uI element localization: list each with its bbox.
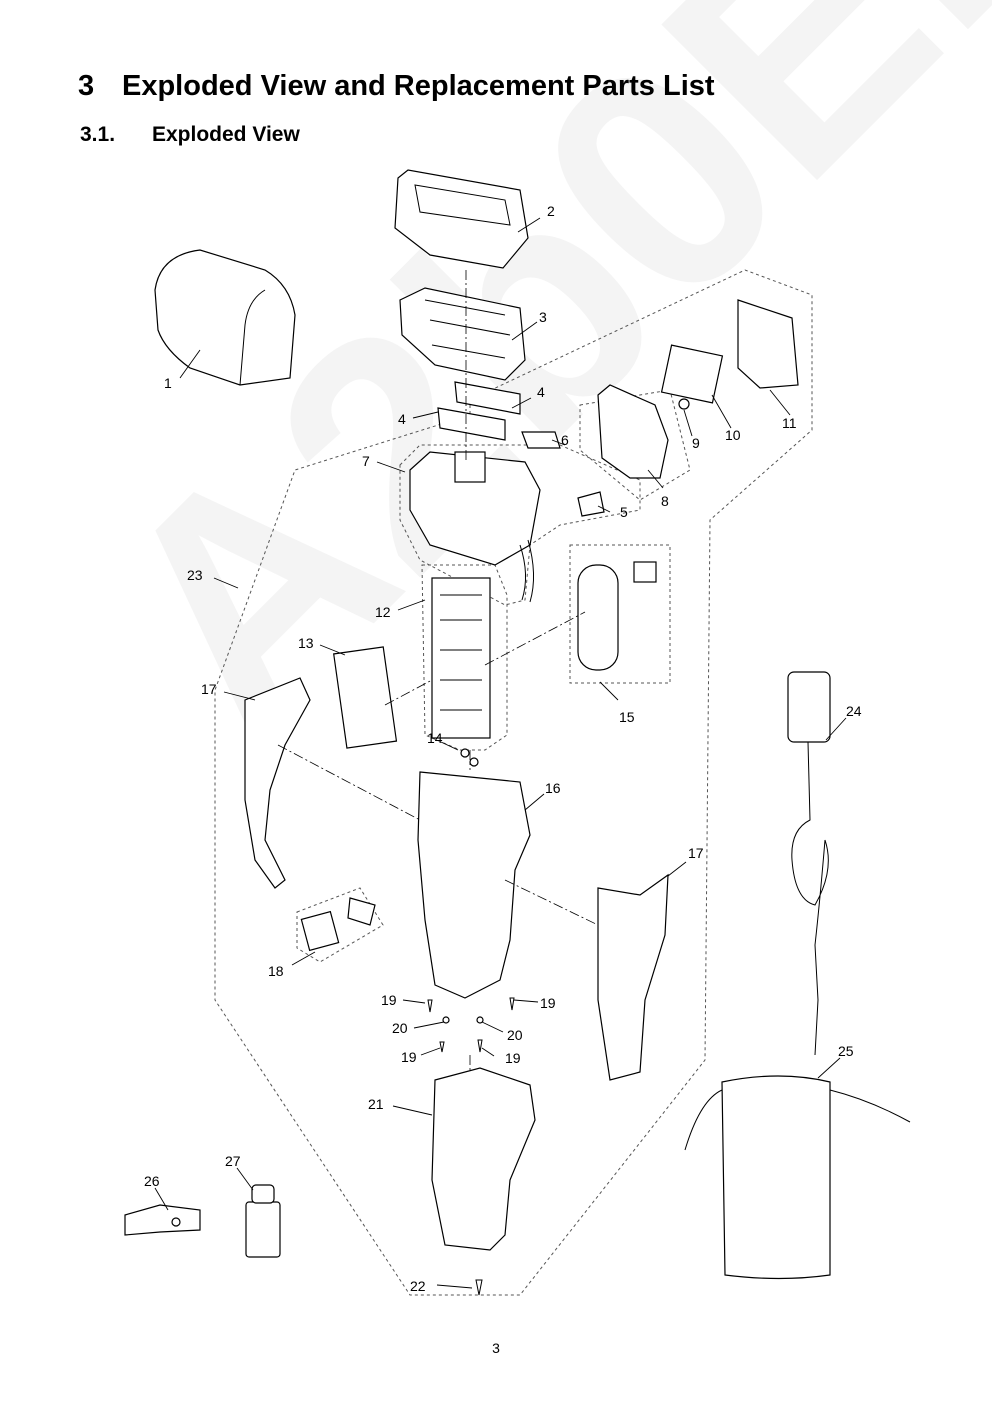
washer-20-part bbox=[442, 1016, 450, 1024]
leader-lines bbox=[154, 217, 847, 1289]
section-number: 3 bbox=[78, 70, 95, 102]
callout-3: 3 bbox=[539, 309, 547, 325]
section-heading: 3 Exploded View and Replacement Parts Lis… bbox=[78, 70, 715, 103]
side-panel-left-part bbox=[244, 677, 311, 889]
callout-21: 21 bbox=[368, 1096, 384, 1112]
inner-blade-right-part bbox=[454, 381, 521, 415]
screw-9-part bbox=[678, 398, 690, 410]
callout-16: 16 bbox=[545, 780, 561, 796]
circuit-board-part bbox=[431, 577, 491, 739]
inner-frame-part bbox=[399, 287, 526, 381]
page-number: 3 bbox=[492, 1340, 500, 1356]
adapter-cord bbox=[791, 741, 829, 1056]
group-outline-switch bbox=[296, 887, 384, 963]
callout-19c: 19 bbox=[401, 1049, 417, 1065]
callout-4b: 4 bbox=[398, 411, 406, 427]
main-case-part bbox=[417, 771, 531, 999]
callout-18: 18 bbox=[268, 963, 284, 979]
callout-25: 25 bbox=[838, 1043, 854, 1059]
outer-frame-part bbox=[394, 169, 529, 269]
callout-23: 23 bbox=[187, 567, 203, 583]
callout-27: 27 bbox=[225, 1153, 241, 1169]
screw-19-part bbox=[427, 997, 515, 1053]
section-title: Exploded View and Replacement Parts List bbox=[122, 70, 715, 102]
callout-17b: 17 bbox=[688, 845, 704, 861]
subsection-number: 3.1. bbox=[80, 123, 116, 146]
callout-22: 22 bbox=[410, 1278, 426, 1294]
callout-26: 26 bbox=[144, 1173, 160, 1189]
callout-4a: 4 bbox=[537, 384, 545, 400]
callout-2: 2 bbox=[547, 203, 555, 219]
callout-12: 12 bbox=[375, 604, 391, 620]
inner-blade-left-part bbox=[437, 407, 506, 441]
callout-15: 15 bbox=[619, 709, 635, 725]
battery-part bbox=[577, 564, 619, 671]
subsection-title: Exploded View bbox=[152, 123, 300, 146]
callout-20b: 20 bbox=[507, 1027, 523, 1043]
lower-case-part bbox=[431, 1067, 536, 1251]
battery-label-part bbox=[633, 561, 657, 583]
callout-19a: 19 bbox=[381, 992, 397, 1008]
insulator-13-part bbox=[333, 646, 398, 749]
callout-8: 8 bbox=[661, 493, 669, 509]
clip-6-part bbox=[521, 431, 561, 449]
callout-24: 24 bbox=[846, 703, 862, 719]
callout-20a: 20 bbox=[392, 1020, 408, 1036]
plate-10-part bbox=[660, 344, 724, 404]
group-outline-battery bbox=[569, 544, 671, 684]
group-outline-pcb bbox=[421, 564, 508, 751]
callout-1: 1 bbox=[164, 375, 172, 391]
callout-6: 6 bbox=[561, 432, 569, 448]
washer-14-part bbox=[460, 748, 470, 758]
cleaning-brush-part bbox=[124, 1204, 201, 1236]
assembly-axis bbox=[277, 270, 599, 1070]
callout-10: 10 bbox=[725, 427, 741, 443]
protective-cap-part bbox=[154, 249, 296, 386]
bracket-8-part bbox=[597, 384, 669, 479]
callout-7: 7 bbox=[362, 453, 370, 469]
callout-labels: 1 2 3 4 4 5 6 7 8 9 10 11 12 13 14 15 16… bbox=[144, 203, 862, 1294]
callout-11: 11 bbox=[782, 415, 797, 431]
group-outline-23 bbox=[214, 269, 813, 1296]
oil-bottle-part bbox=[245, 1201, 281, 1258]
subsection-heading: 3.1. Exploded View bbox=[80, 123, 300, 147]
callout-9: 9 bbox=[692, 435, 700, 451]
holder-11-part bbox=[737, 299, 799, 389]
clip-5-part bbox=[577, 491, 605, 517]
pouch-part bbox=[721, 1075, 831, 1280]
switch-18-part bbox=[300, 910, 340, 952]
callout-19b: 19 bbox=[540, 995, 556, 1011]
screw-22-part bbox=[475, 1279, 483, 1296]
callout-13: 13 bbox=[298, 635, 314, 651]
callout-17a: 17 bbox=[201, 681, 217, 697]
ac-adapter-part bbox=[787, 671, 831, 743]
side-panel-right-part bbox=[597, 873, 669, 1081]
callout-5: 5 bbox=[620, 504, 628, 520]
callout-19d: 19 bbox=[505, 1050, 521, 1066]
callout-14: 14 bbox=[427, 730, 443, 746]
